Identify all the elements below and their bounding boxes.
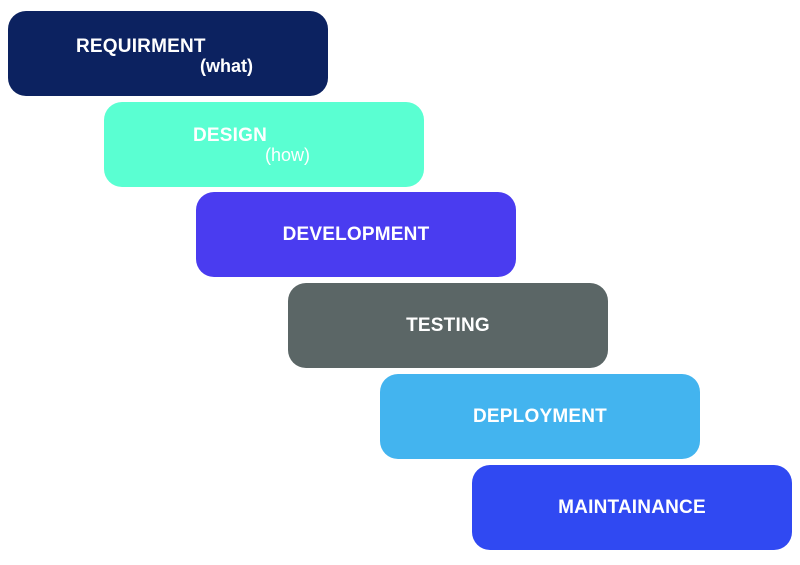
step-deployment-label: DEPLOYMENT: [473, 405, 607, 427]
step-testing: TESTING: [288, 283, 608, 368]
step-requirement: REQUIRMENT (what): [8, 11, 328, 96]
step-requirement-sublabel: (what): [200, 56, 253, 76]
step-requirement-label: REQUIRMENT: [76, 36, 206, 57]
step-design: DESIGN (how): [104, 102, 424, 187]
step-design-sublabel: (how): [265, 145, 311, 165]
step-testing-label: TESTING: [406, 314, 490, 336]
step-deployment: DEPLOYMENT: [380, 374, 700, 459]
step-development-label: DEVELOPMENT: [282, 223, 430, 245]
step-design-label: DESIGN: [193, 125, 268, 146]
step-maintenance: MAINTAINANCE: [472, 465, 792, 550]
step-development: DEVELOPMENT: [196, 192, 516, 277]
step-maintenance-label: MAINTAINANCE: [558, 496, 706, 518]
